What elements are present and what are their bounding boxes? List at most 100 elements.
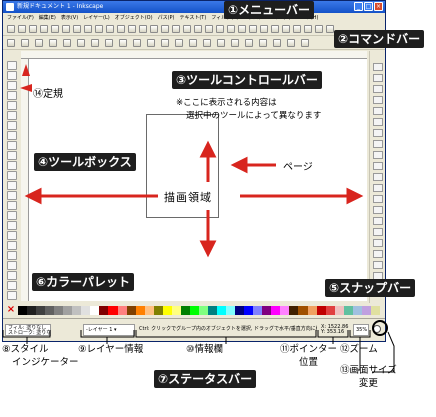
snap-button[interactable]	[373, 217, 383, 225]
tool-button[interactable]	[7, 61, 17, 70]
snap-button[interactable]	[373, 228, 383, 236]
tool-control-button[interactable]	[259, 39, 267, 47]
palette-swatch[interactable]	[144, 306, 154, 315]
snap-button[interactable]	[373, 140, 383, 148]
snap-button[interactable]	[373, 162, 383, 170]
maximize-button[interactable]: □	[364, 2, 373, 11]
tool-button[interactable]	[7, 101, 17, 110]
menu-layer[interactable]: レイヤー(L)	[83, 15, 110, 21]
tool-button[interactable]	[7, 281, 17, 290]
snap-button[interactable]	[373, 195, 383, 203]
layer-selector[interactable]: -レイヤー 1 ▾	[83, 324, 135, 336]
tool-button[interactable]	[7, 271, 17, 280]
palette-swatch[interactable]	[189, 306, 199, 315]
tool-control-button[interactable]	[133, 39, 141, 47]
palette-swatch[interactable]	[271, 306, 281, 315]
command-button[interactable]	[40, 25, 48, 33]
tool-button[interactable]	[7, 251, 17, 260]
horizontal-ruler[interactable]	[21, 51, 367, 59]
command-button[interactable]	[18, 25, 26, 33]
palette-swatch[interactable]	[90, 306, 100, 315]
command-button[interactable]	[315, 25, 323, 33]
tool-control-button[interactable]	[175, 39, 183, 47]
palette-swatch[interactable]	[54, 306, 64, 315]
palette-swatch[interactable]	[298, 306, 308, 315]
command-button[interactable]	[194, 25, 202, 33]
tool-control-button[interactable]	[245, 39, 253, 47]
palette-swatch[interactable]	[135, 306, 145, 315]
menu-file[interactable]: ファイル(F)	[7, 15, 34, 21]
snap-button[interactable]	[373, 107, 383, 115]
tool-control-button[interactable]	[203, 39, 211, 47]
palette-swatch[interactable]	[262, 306, 272, 315]
palette-swatch[interactable]	[153, 306, 163, 315]
command-button[interactable]	[139, 25, 147, 33]
no-color-swatch[interactable]: ×	[6, 304, 16, 315]
command-button[interactable]	[304, 25, 312, 33]
close-button[interactable]: ×	[374, 2, 383, 11]
command-button[interactable]	[271, 25, 279, 33]
palette-swatch[interactable]	[343, 306, 353, 315]
palette-swatch[interactable]	[198, 306, 208, 315]
tool-button[interactable]	[7, 111, 17, 120]
tool-control-button[interactable]	[301, 39, 309, 47]
palette-swatch[interactable]	[235, 306, 245, 315]
palette-swatch[interactable]	[280, 306, 290, 315]
snap-button[interactable]	[373, 184, 383, 192]
palette-swatch[interactable]	[126, 306, 136, 315]
palette-swatch[interactable]	[253, 306, 263, 315]
menu-text[interactable]: テキスト(T)	[179, 15, 207, 21]
minimize-button[interactable]: _	[354, 2, 363, 11]
palette-swatch[interactable]	[63, 306, 73, 315]
snap-button[interactable]	[373, 118, 383, 126]
zoom-field[interactable]: 35%	[353, 324, 369, 336]
command-button[interactable]	[73, 25, 81, 33]
palette-swatch[interactable]	[99, 306, 109, 315]
command-button[interactable]	[227, 25, 235, 33]
vertical-ruler[interactable]	[21, 59, 29, 301]
tool-button[interactable]	[7, 221, 17, 230]
tool-control-button[interactable]	[287, 39, 295, 47]
tool-control-button[interactable]	[49, 39, 57, 47]
command-button[interactable]	[172, 25, 180, 33]
tool-control-button[interactable]	[91, 39, 99, 47]
tool-button[interactable]	[7, 151, 17, 160]
tool-button[interactable]	[7, 91, 17, 100]
palette-swatch[interactable]	[45, 306, 55, 315]
command-button[interactable]	[260, 25, 268, 33]
palette-swatch[interactable]	[370, 306, 380, 315]
palette-swatch[interactable]	[352, 306, 362, 315]
command-button[interactable]	[150, 25, 158, 33]
tool-button[interactable]	[7, 71, 17, 80]
command-button[interactable]	[51, 25, 59, 33]
palette-swatch[interactable]	[117, 306, 127, 315]
palette-swatch[interactable]	[307, 306, 317, 315]
tool-button[interactable]	[7, 211, 17, 220]
tool-control-button[interactable]	[77, 39, 85, 47]
tool-button[interactable]	[7, 171, 17, 180]
palette-swatch[interactable]	[108, 306, 118, 315]
style-indicator[interactable]: フィル: 塗りなし ストローク: 塗りなし	[5, 324, 51, 336]
command-button[interactable]	[7, 25, 15, 33]
command-button[interactable]	[205, 25, 213, 33]
command-button[interactable]	[238, 25, 246, 33]
tool-control-button[interactable]	[273, 39, 281, 47]
command-button[interactable]	[95, 25, 103, 33]
tool-control-button[interactable]	[161, 39, 169, 47]
tool-button[interactable]	[7, 241, 17, 250]
palette-swatch[interactable]	[171, 306, 181, 315]
palette-swatch[interactable]	[81, 306, 91, 315]
menu-path[interactable]: パス(P)	[157, 15, 175, 21]
tool-button[interactable]	[7, 291, 17, 300]
command-button[interactable]	[216, 25, 224, 33]
tool-control-button[interactable]	[63, 39, 71, 47]
snap-button[interactable]	[373, 206, 383, 214]
command-button[interactable]	[84, 25, 92, 33]
palette-swatch[interactable]	[217, 306, 227, 315]
tool-control-button[interactable]	[21, 39, 29, 47]
command-button[interactable]	[161, 25, 169, 33]
tool-control-button[interactable]	[105, 39, 113, 47]
tool-control-button[interactable]	[217, 39, 225, 47]
snap-button[interactable]	[373, 96, 383, 104]
command-button[interactable]	[326, 25, 334, 33]
